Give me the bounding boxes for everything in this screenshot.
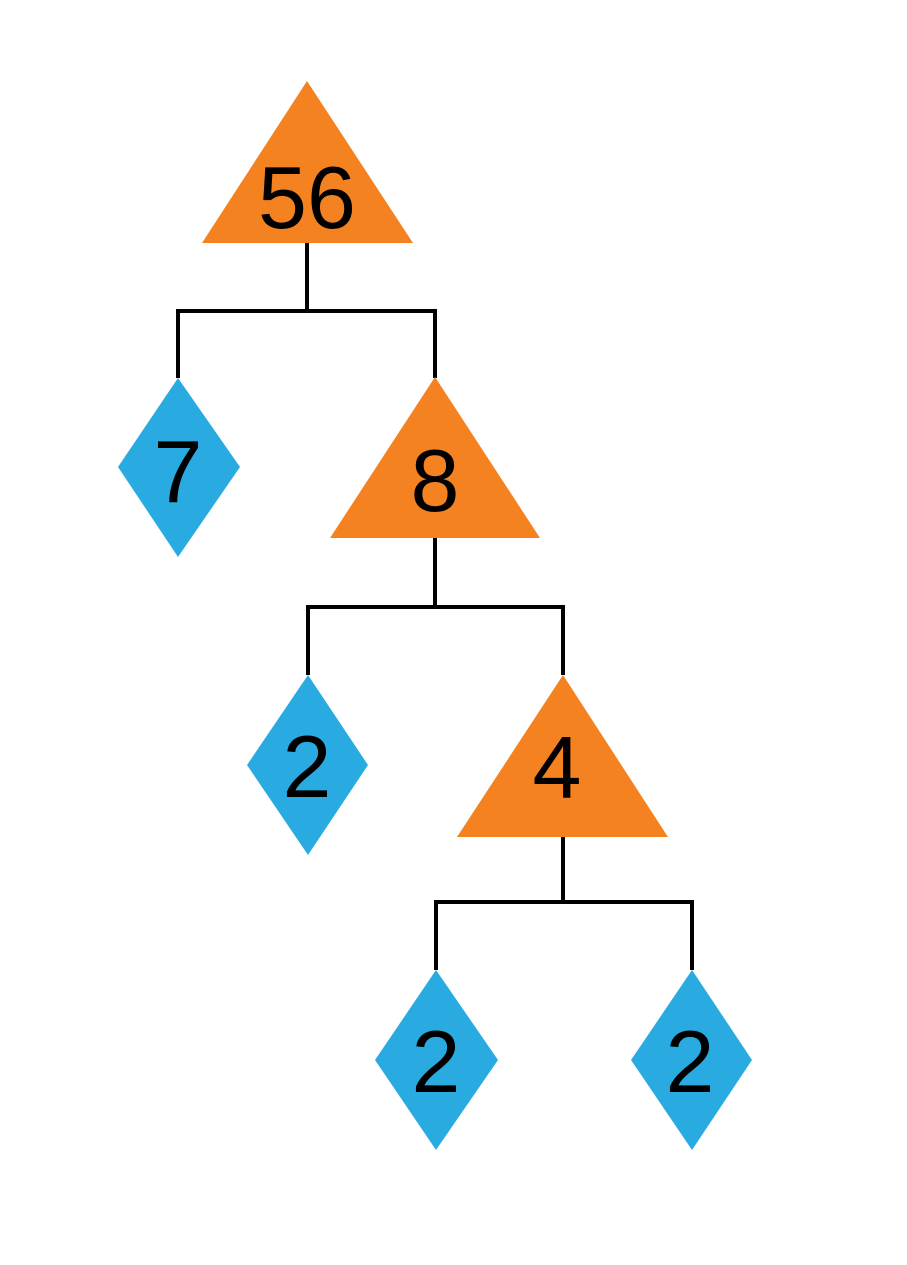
node-value-2b: 2 bbox=[412, 1012, 461, 1111]
triangle-node-56 bbox=[202, 81, 413, 243]
connector-8-to-children bbox=[306, 538, 565, 675]
connector-lines bbox=[176, 243, 694, 970]
node-value-4: 4 bbox=[533, 718, 582, 817]
node-value-7: 7 bbox=[154, 422, 203, 521]
diamond-node-2a bbox=[247, 675, 368, 855]
connector-4-to-children bbox=[434, 837, 694, 970]
connector-56-to-children bbox=[176, 243, 437, 378]
node-value-8: 8 bbox=[411, 431, 460, 530]
node-value-56: 56 bbox=[258, 148, 356, 247]
triangle-node-4 bbox=[457, 675, 668, 837]
diamond-node-2c bbox=[631, 970, 752, 1150]
triangle-node-8 bbox=[330, 377, 540, 538]
diamond-node-2b bbox=[375, 970, 498, 1150]
diamond-node-7 bbox=[118, 378, 240, 557]
node-value-2a: 2 bbox=[283, 717, 332, 816]
node-value-2c: 2 bbox=[666, 1012, 715, 1111]
